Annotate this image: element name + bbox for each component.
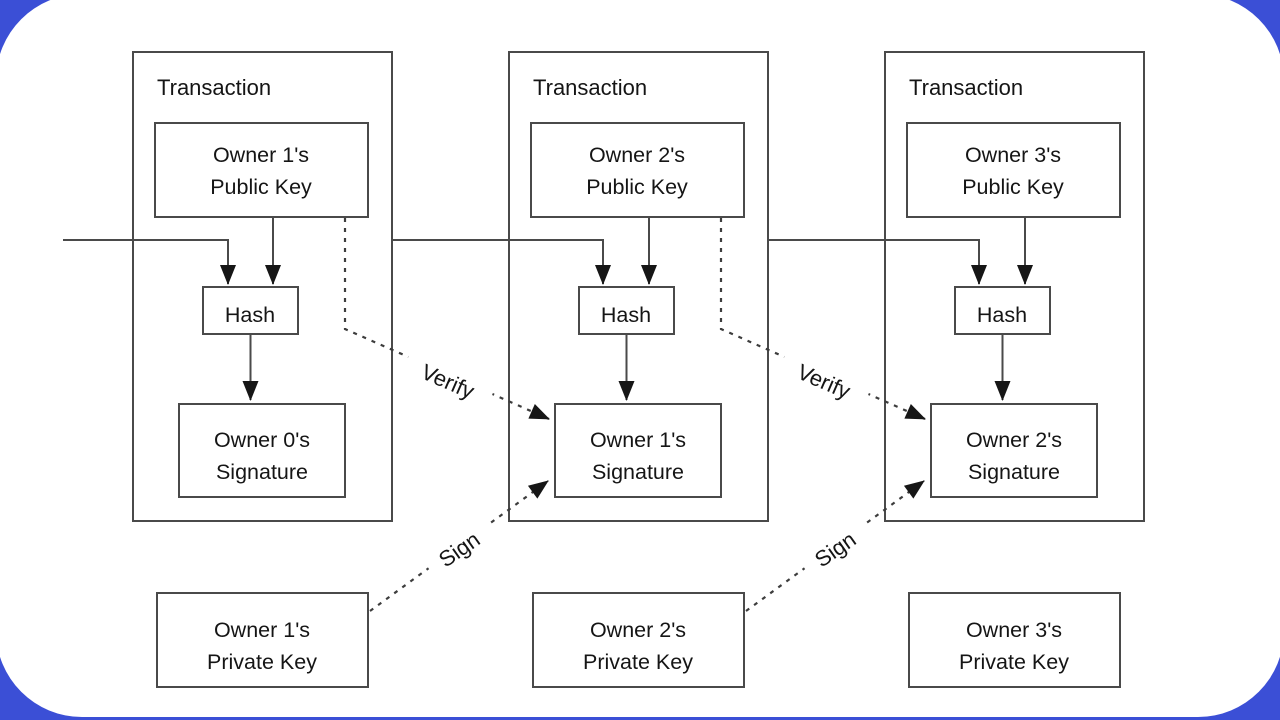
private-key-label-line2: Private Key	[959, 650, 1069, 674]
public-key-label-line1: Owner 3's	[965, 143, 1061, 167]
transaction-title: Transaction	[533, 75, 647, 100]
signature-label-line1: Owner 1's	[590, 428, 686, 452]
hash-box	[954, 286, 1051, 335]
signature-box	[178, 403, 346, 498]
transaction-block-3: Transaction Owner 3's Public Key Hash Ow…	[768, 51, 1145, 522]
sign-label-bg	[420, 515, 497, 582]
signature-label-line1: Owner 0's	[214, 428, 310, 452]
chain-input-arrow	[768, 239, 987, 285]
hash-label: Hash	[225, 303, 275, 327]
verify-label-1: Verify	[400, 347, 497, 413]
public-key-box	[906, 122, 1121, 218]
public-key-label-line2: Public Key	[210, 175, 312, 199]
signature-label-line2: Signature	[968, 460, 1060, 484]
public-key-label-line1: Owner 1's	[213, 143, 309, 167]
hash-label: Hash	[601, 303, 651, 327]
verify-label-bg	[776, 347, 873, 413]
private-key-block-3: Owner 3's Private Key	[908, 592, 1121, 688]
private-key-block-1: Owner 1's Private Key	[156, 592, 369, 688]
private-key-box	[532, 592, 745, 688]
private-key-box	[156, 592, 369, 688]
transaction-block-2: Transaction Owner 2's Public Key Hash Ow…	[392, 51, 769, 522]
transaction-title: Transaction	[909, 75, 1023, 100]
public-key-label-line2: Public Key	[962, 175, 1064, 199]
signature-box	[554, 403, 722, 498]
private-key-label-line1: Owner 2's	[590, 618, 686, 642]
hash-box	[578, 286, 675, 335]
private-key-label-line2: Private Key	[207, 650, 317, 674]
public-key-box	[154, 122, 369, 218]
verify-label-2: Verify	[776, 347, 873, 413]
verify-arrow-1	[343, 218, 550, 421]
transaction-block-1: Transaction Owner 1's Public Key Hash Ow…	[63, 51, 393, 522]
chain-input-arrow	[392, 239, 611, 285]
signature-box	[930, 403, 1098, 498]
signature-label-line2: Signature	[216, 460, 308, 484]
chain-input-arrow	[63, 239, 236, 285]
public-key-label-line1: Owner 2's	[589, 143, 685, 167]
verify-label-bg	[400, 347, 497, 413]
private-key-block-2: Owner 2's Private Key	[532, 592, 745, 688]
private-key-box	[908, 592, 1121, 688]
signature-label-line2: Signature	[592, 460, 684, 484]
transaction-title: Transaction	[157, 75, 271, 100]
private-key-label-line1: Owner 3's	[966, 618, 1062, 642]
hash-label: Hash	[977, 303, 1027, 327]
sign-label-bg	[796, 515, 873, 582]
private-key-label-line2: Private Key	[583, 650, 693, 674]
private-key-label-line1: Owner 1's	[214, 618, 310, 642]
signature-label-line1: Owner 2's	[966, 428, 1062, 452]
sign-label-1: Sign	[420, 515, 497, 582]
public-key-label-line2: Public Key	[586, 175, 688, 199]
verify-arrow-2	[719, 218, 926, 421]
public-key-box	[530, 122, 745, 218]
sign-label-2: Sign	[796, 515, 873, 582]
hash-box	[202, 286, 299, 335]
